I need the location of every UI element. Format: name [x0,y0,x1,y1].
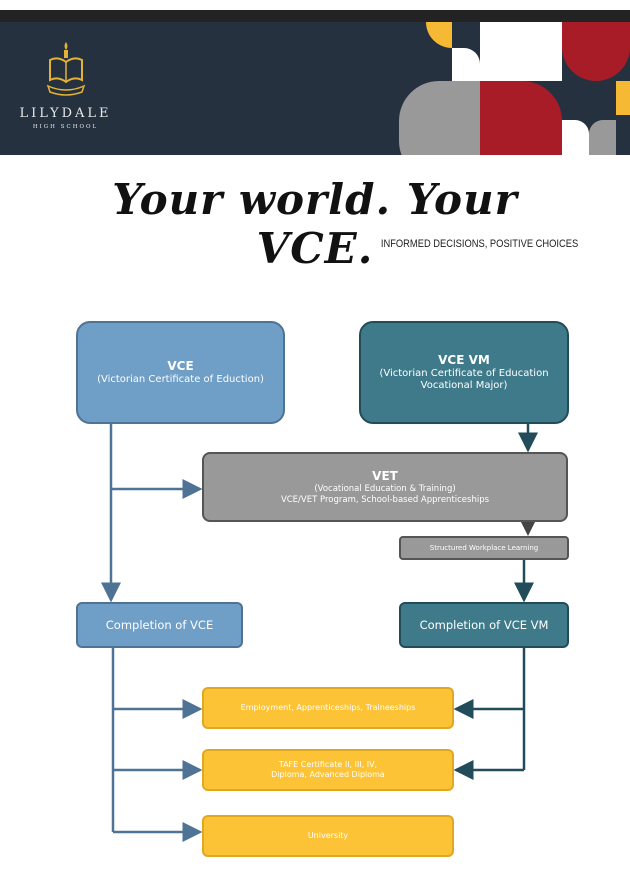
deco-white-2 [480,22,562,81]
swl-node: Structured Workplace Learning [399,536,569,560]
banner: LILYDALE HIGH SCHOOL [0,22,630,155]
tafe-node: TAFE Certificate II, III, IV, Diploma, A… [202,749,454,791]
vce-vm-desc-2: Vocational Major) [420,380,508,391]
deco-grey [399,81,480,155]
school-name: LILYDALE [19,106,112,121]
deco-red-1 [562,22,630,81]
vce-desc: (Victorian Certificate of Eduction) [97,373,264,385]
vce-vm-desc-1: (Victorian Certificate of Education [379,367,549,379]
deco-white-1 [452,48,480,81]
vce-vm-node: VCE VM (Victorian Certificate of Educati… [359,321,569,424]
vce-title: VCE [167,358,194,373]
vce-node: VCE (Victorian Certificate of Eduction) [76,321,285,424]
vet-node: VET (Vocational Education & Training) VC… [202,452,568,522]
deco-yellow-2 [616,81,630,115]
university-node: University [202,815,454,857]
tafe-line-2: Diploma, Advanced Diploma [271,770,385,779]
deco-grey-2 [589,120,616,155]
crest-icon [46,42,85,96]
school-logo: LILYDALE HIGH SCHOOL [18,40,113,130]
top-bar [0,10,630,22]
vet-desc-2: VCE/VET Program, School-based Apprentice… [280,494,490,505]
page-title: Your world. Your VCE. [112,175,518,273]
vce-vm-title: VCE VM [438,352,490,367]
deco-red-2 [480,81,562,155]
vet-title: VET [372,468,398,483]
deco-white-3 [562,120,589,155]
school-subtitle: HIGH SCHOOL [32,124,99,130]
page-subtitle: INFORMED DECISIONS, POSITIVE CHOICES [380,238,578,250]
completion-vm-node: Completion of VCE VM [399,602,569,648]
completion-vce-node: Completion of VCE [76,602,243,648]
tafe-line-1: TAFE Certificate II, III, IV, [278,760,378,769]
vet-desc-1: (Vocational Education & Training) [314,483,456,494]
employment-node: Employment, Apprenticeships, Traineeship… [202,687,454,729]
